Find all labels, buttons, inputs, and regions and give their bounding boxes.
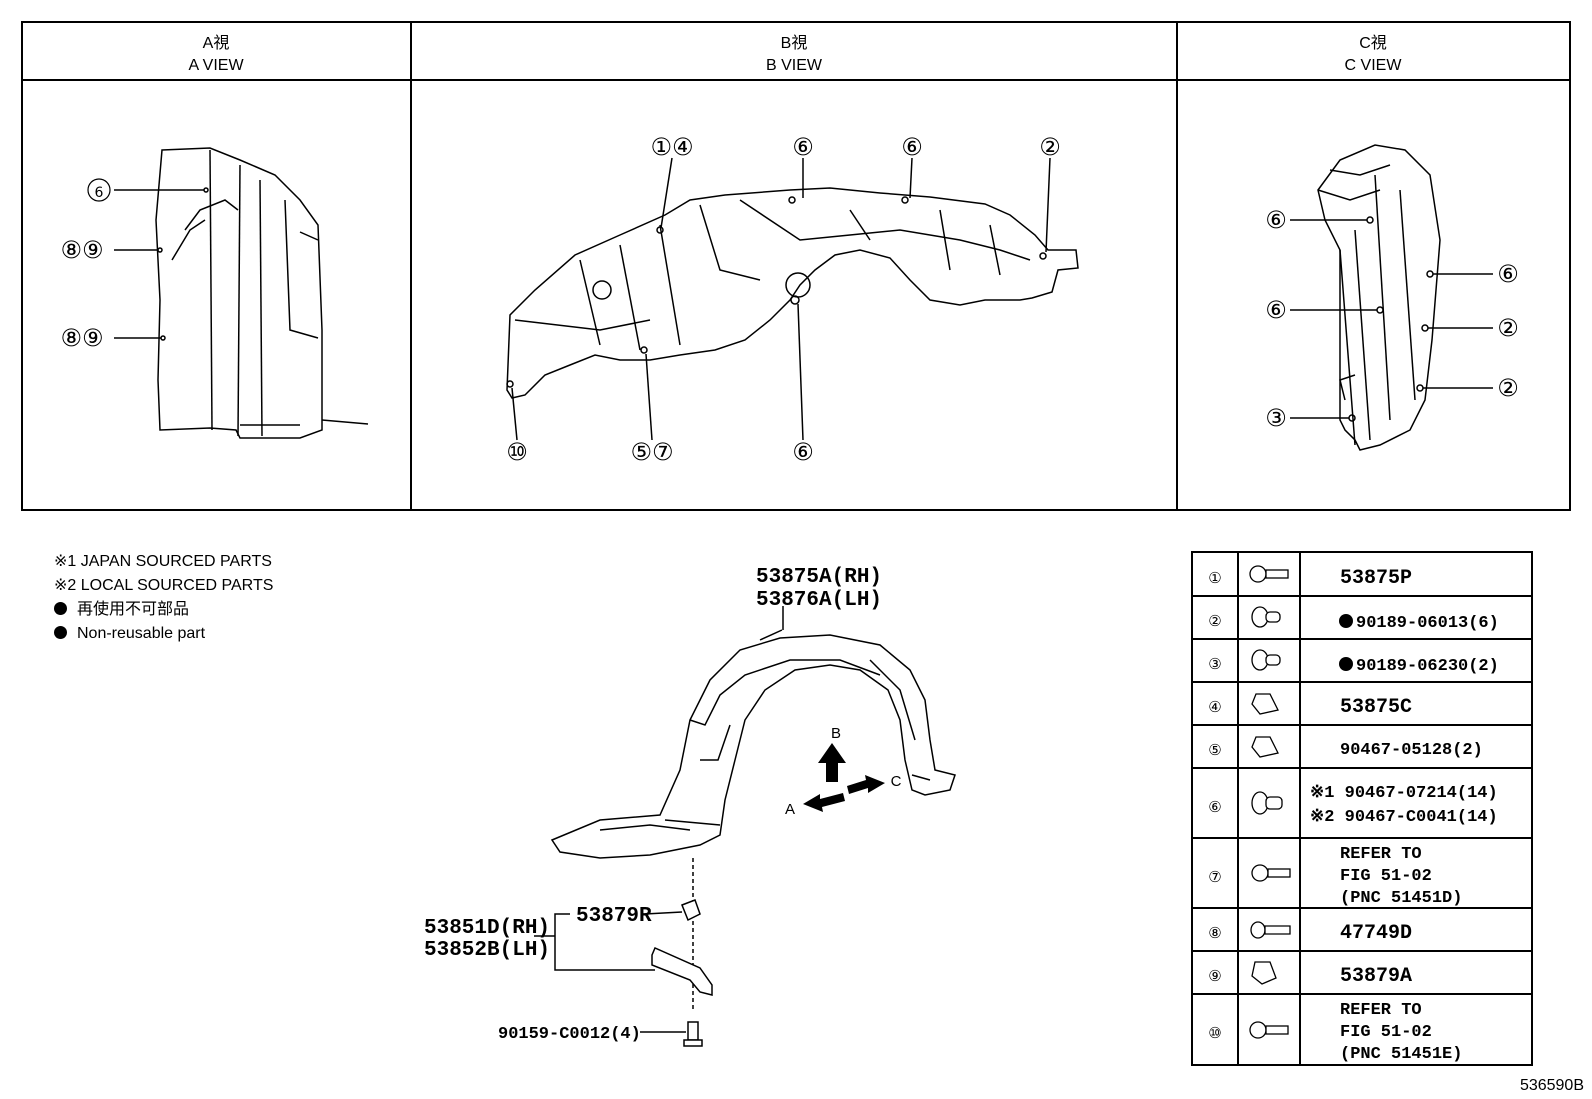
bracket-clip-bolt-drawing <box>651 899 713 1047</box>
c-callout-3: ③ <box>1265 404 1287 432</box>
table-part-7-line1: REFER TO <box>1340 845 1422 864</box>
table-key-2: ② <box>1208 612 1221 630</box>
arrow-b-label: B <box>831 725 841 742</box>
c-callout-6-b: ⑥ <box>1265 296 1287 324</box>
parts-table <box>1191 551 1533 1066</box>
c-callout-6-c: ⑥ <box>1497 260 1519 288</box>
bracket-lh-label: 53852B(LH) <box>424 939 550 962</box>
table-part-3: 90189-06230(2) <box>1356 657 1499 676</box>
view-c-en: C VIEW <box>1345 57 1403 74</box>
figure-number: 536590B <box>1519 1077 1584 1094</box>
table-part-10-line1: REFER TO <box>1340 1001 1422 1020</box>
table-key-3: ③ <box>1208 655 1221 673</box>
bullet-icon <box>54 626 67 639</box>
view-c-jp: C視 <box>1359 34 1387 52</box>
table-key-6: ⑥ <box>1208 798 1221 816</box>
clip-nut-icon <box>1251 693 1279 715</box>
clip-label: 53879R <box>576 905 652 928</box>
b-callout-2: ② <box>1039 133 1061 161</box>
arrow-b-icon <box>818 743 846 782</box>
legend-nonreusable-en: Non-reusable part <box>54 622 273 646</box>
legend-nonreusable-jp-text: 再使用不可部品 <box>77 601 190 618</box>
screw-icon <box>1250 921 1291 939</box>
non-reusable-bullets <box>1339 614 1353 671</box>
table-key-5: ⑤ <box>1208 741 1221 759</box>
b-callout-6-b: ⑥ <box>901 133 923 161</box>
a-callout-89-top: ⑧⑨ <box>60 236 103 264</box>
view-a-jp: A視 <box>203 34 230 52</box>
b-callout-6-c: ⑥ <box>792 438 814 466</box>
screw-grommet-icon <box>1249 1021 1289 1039</box>
bullet-icon <box>1339 657 1353 671</box>
table-part-1: 53875P <box>1340 567 1412 590</box>
screw-grommet-icon <box>1249 565 1289 583</box>
table-part-10-line3: (PNC 51451E) <box>1340 1045 1462 1064</box>
c-view-drawing <box>1290 144 1493 451</box>
arrow-c-icon <box>847 775 885 794</box>
view-a-en: A VIEW <box>188 57 244 74</box>
table-part-2: 90189-06013(6) <box>1356 614 1499 633</box>
push-clip-icon <box>1251 791 1283 815</box>
table-key-4: ④ <box>1208 698 1221 716</box>
table-part-4: 53875C <box>1340 696 1412 719</box>
liner-rh-label: 53875A(RH) <box>756 566 882 589</box>
a-callout-6: 6 <box>95 185 104 201</box>
b-view-drawing <box>506 157 1079 441</box>
arrow-c-label: C <box>891 773 902 790</box>
liner-lh-label: 53876A(LH) <box>756 589 882 612</box>
bullet-icon <box>1339 614 1353 628</box>
part-icons <box>1249 565 1291 1039</box>
view-b-en: B VIEW <box>766 57 823 74</box>
clip-nut-icon <box>1251 736 1279 758</box>
nut-clip-icon <box>1251 961 1277 985</box>
table-part-9: 53879A <box>1340 965 1412 988</box>
a-view-drawing <box>114 147 369 439</box>
table-part-5: 90467-05128(2) <box>1340 741 1483 760</box>
view-b-jp: B視 <box>781 34 808 52</box>
push-rivet-icon <box>1251 649 1281 671</box>
a-callout-89-bottom: ⑧⑨ <box>60 324 103 352</box>
bracket-rh-label: 53851D(RH) <box>424 917 550 940</box>
c-callout-6-a: ⑥ <box>1265 206 1287 234</box>
c-callout-2-a: ② <box>1497 314 1519 342</box>
bullet-icon <box>54 602 67 615</box>
table-part-10-line2: FIG 51-02 <box>1340 1023 1432 1042</box>
table-part-6-line1: ※1 90467-07214(14) <box>1310 784 1498 803</box>
b-callout-10: ⑩ <box>506 438 528 466</box>
table-key-1: ① <box>1208 569 1221 587</box>
legend-nonreusable-jp: 再使用不可部品 <box>54 598 273 622</box>
table-key-10: ⑩ <box>1208 1024 1221 1042</box>
table-part-7-line3: (PNC 51451D) <box>1340 889 1462 908</box>
leader-lines <box>534 911 686 1033</box>
c-callout-2-b: ② <box>1497 374 1519 402</box>
push-rivet-icon <box>1251 606 1281 628</box>
table-key-9: ⑨ <box>1208 967 1221 985</box>
legend-nonreusable-en-text: Non-reusable part <box>77 625 206 642</box>
table-key-8: ⑧ <box>1208 924 1221 942</box>
table-part-7-line2: FIG 51-02 <box>1340 867 1432 886</box>
b-callout-57: ⑤⑦ <box>630 438 673 466</box>
bolt-icon <box>1251 864 1291 882</box>
table-part-6-line2: ※2 90467-C0041(14) <box>1310 808 1498 827</box>
table-part-8: 47749D <box>1340 922 1412 945</box>
arrow-a-label: A <box>785 801 795 818</box>
legend-note-2: ※2 LOCAL SOURCED PARTS <box>54 577 274 594</box>
table-key-7: ⑦ <box>1208 868 1221 886</box>
views-frame <box>21 21 1571 511</box>
legend: ※1 JAPAN SOURCED PARTS ※2 LOCAL SOURCED … <box>54 550 273 646</box>
arrow-a-icon <box>803 793 845 812</box>
direction-arrows <box>803 743 885 812</box>
bolt-label: 90159-C0012(4) <box>498 1025 641 1044</box>
b-callout-6-a: ⑥ <box>792 133 814 161</box>
legend-note-1: ※1 JAPAN SOURCED PARTS <box>54 553 272 570</box>
fender-liner-drawing <box>550 606 956 1010</box>
b-callout-14: ①④ <box>650 133 693 161</box>
